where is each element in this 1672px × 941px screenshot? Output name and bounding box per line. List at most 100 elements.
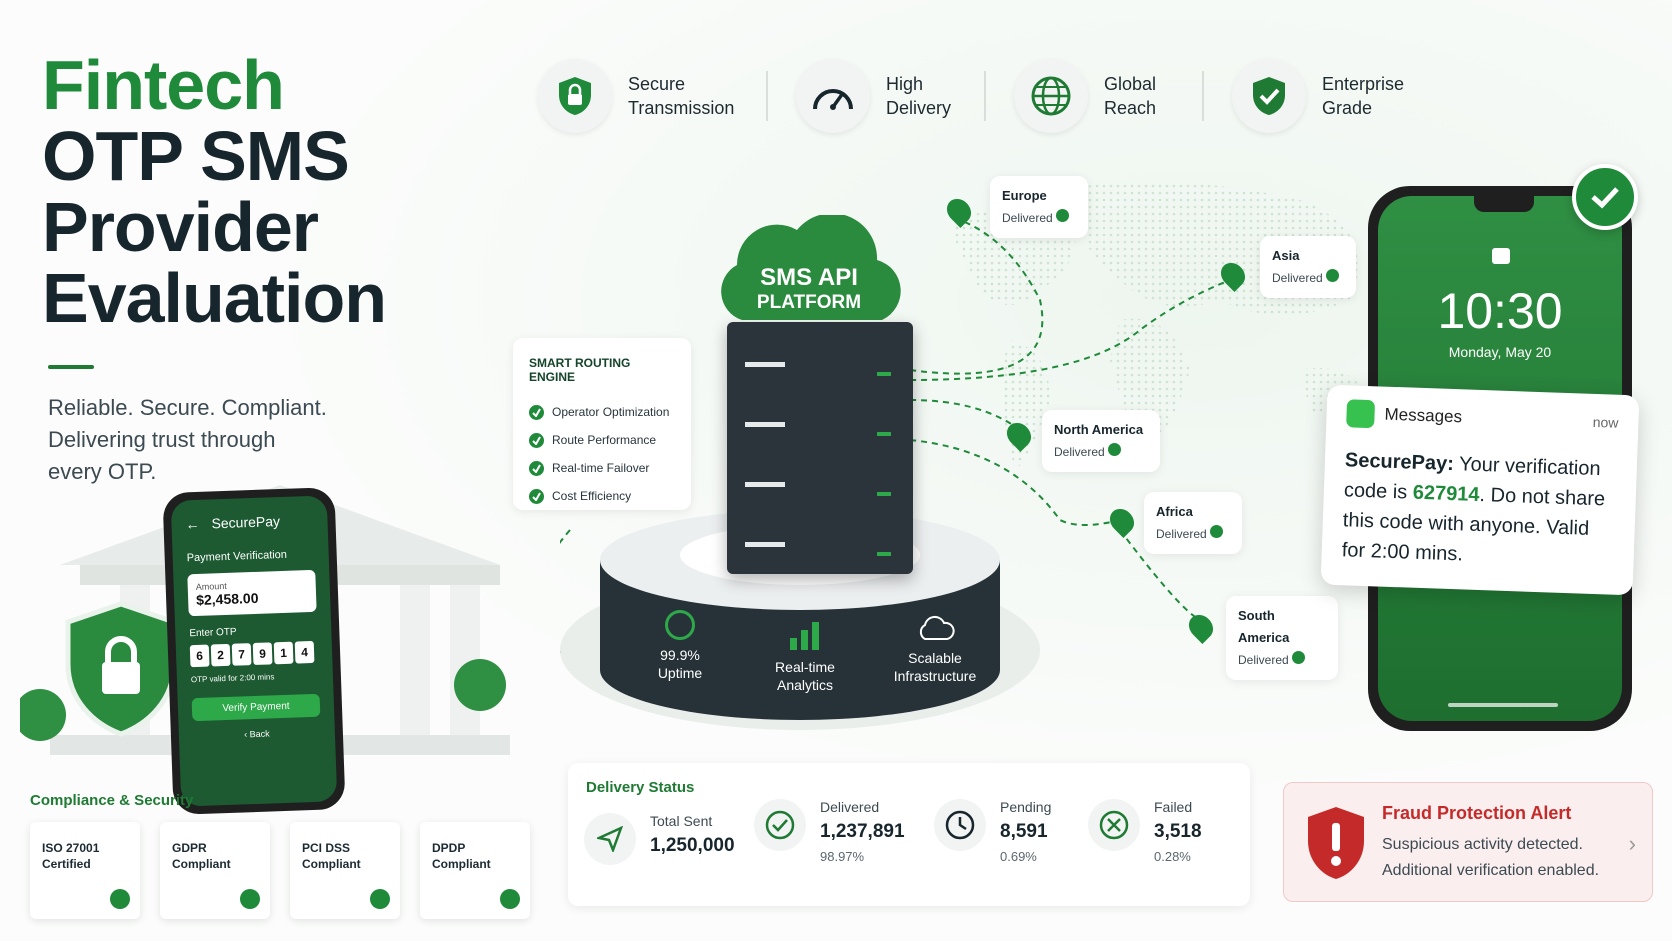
server-tower [727,322,913,574]
region-name: Asia [1272,248,1300,263]
otp-digit[interactable]: 2 [210,643,231,667]
region-status: Delivered [1156,527,1207,541]
region-status: Delivered [1054,445,1105,459]
verify-payment-button[interactable]: Verify Payment [191,693,321,722]
check-icon [529,432,544,448]
fraud-text: Additional verification enabled. [1382,862,1600,879]
region-name: Europe [1002,188,1047,203]
routing-title: SMART ROUTING ENGINE [529,356,631,384]
divider [984,71,986,121]
otp-digit[interactable]: 9 [252,642,273,666]
platform-label: SMS API [760,264,858,291]
clock-icon [665,610,695,640]
shield-check-icon [1232,59,1306,133]
success-check-icon [1572,164,1638,230]
fraud-alert[interactable]: Fraud Protection Alert Suspicious activi… [1283,782,1653,902]
clock-icon [934,799,986,851]
stat-delivered: Delivered 1,237,891 98.97% [754,799,905,864]
stat-label: Total Sent [650,813,713,829]
screen-heading: Payment Verification [186,548,288,565]
check-icon [529,488,544,504]
title-line: OTP SMS [42,117,350,195]
region-status: Delivered [1002,211,1053,225]
badge-label: GDPR [172,841,207,855]
sms-sender: SecurePay: [1344,449,1455,476]
stat-value: 1,237,891 [820,821,905,842]
feature-label: Global [1104,74,1157,94]
routing-item-label: Operator Optimization [552,405,670,419]
title-line: Provider [42,188,319,266]
payment-screen: ← SecurePay Payment Verification Amount … [170,495,338,807]
otp-digit[interactable]: 7 [231,643,252,666]
title-line: Evaluation [42,259,387,337]
region-status: Delivered [1272,271,1323,285]
check-icon [529,460,544,476]
compliance-title: Compliance & Security [30,792,194,809]
routing-item: Operator Optimization [529,398,675,426]
otp-digit[interactable]: 4 [294,640,315,664]
notification-app: Messages [1384,404,1463,427]
stat-percent: 0.28% [1154,849,1191,864]
alert-shield-icon [1308,807,1364,879]
sms-notification[interactable]: Messages now SecurePay: Your verificatio… [1320,384,1640,596]
stage-label: Infrastructure [893,668,977,684]
stat-percent: 98.97% [820,849,865,864]
badge-iso: ISO 27001 Certified [30,822,140,919]
tagline-line: every OTP. [48,459,157,484]
otp-label: Enter OTP [189,626,237,640]
otp-digit[interactable]: 1 [273,641,294,665]
fraud-text: Suspicious activity detected. [1382,836,1583,853]
feature-label: Secure [628,74,686,94]
stage-label: Scalable [908,650,962,666]
shield-lock-icon [62,600,180,743]
back-link[interactable]: ‹ Back [243,728,270,740]
shield-check-icon [370,889,390,909]
badge-label: Certified [42,857,91,871]
badge-label: ISO 27001 [42,841,100,855]
check-icon [1108,443,1122,456]
cloud-shape [721,215,901,320]
region-status: Delivered [1238,653,1289,667]
region-name: North America [1054,422,1144,437]
tagline-line: Reliable. Secure. Compliant. [48,395,327,420]
platform-label: PLATFORM [756,292,862,313]
otp-validity: OTP valid for 2:00 mins [190,672,275,685]
routing-item: Cost Efficiency [529,482,675,510]
feature-label: High [886,74,924,94]
phone-time: 10:30 [1437,283,1563,339]
tagline: Reliable. Secure. Compliant. Delivering … [48,392,348,488]
page-title: Fintech OTP SMS Provider Evaluation [42,50,442,334]
badge-label: DPDP [432,841,466,855]
check-icon [1056,209,1070,222]
chevron-right-icon[interactable]: › [1628,831,1636,856]
otp-digit[interactable]: 6 [189,644,210,668]
stat-percent: 0.69% [1000,849,1037,864]
shield-check-icon [110,889,130,909]
back-arrow-icon[interactable]: ← [185,515,200,533]
routing-item: Real-time Failover [529,454,675,482]
fraud-title: Fraud Protection Alert [1382,803,1572,823]
badge-dpdp: DPDP Compliant [420,822,530,919]
check-circle-icon [754,799,806,851]
app-name: SecurePay [211,513,281,532]
routing-item: Route Performance [529,426,675,454]
stat-label: Delivered [820,799,880,815]
send-icon [584,813,636,865]
title-line: Fintech [42,46,285,124]
stage-label: Uptime [657,665,703,681]
routing-engine-card: SMART ROUTING ENGINE Operator Optimizati… [513,338,691,510]
payment-phone: ← SecurePay Payment Verification Amount … [162,487,346,815]
globe-icon [1014,59,1088,133]
routing-item-label: Cost Efficiency [552,489,632,503]
delivery-title: Delivery Status [586,779,695,796]
divider [1202,71,1204,121]
